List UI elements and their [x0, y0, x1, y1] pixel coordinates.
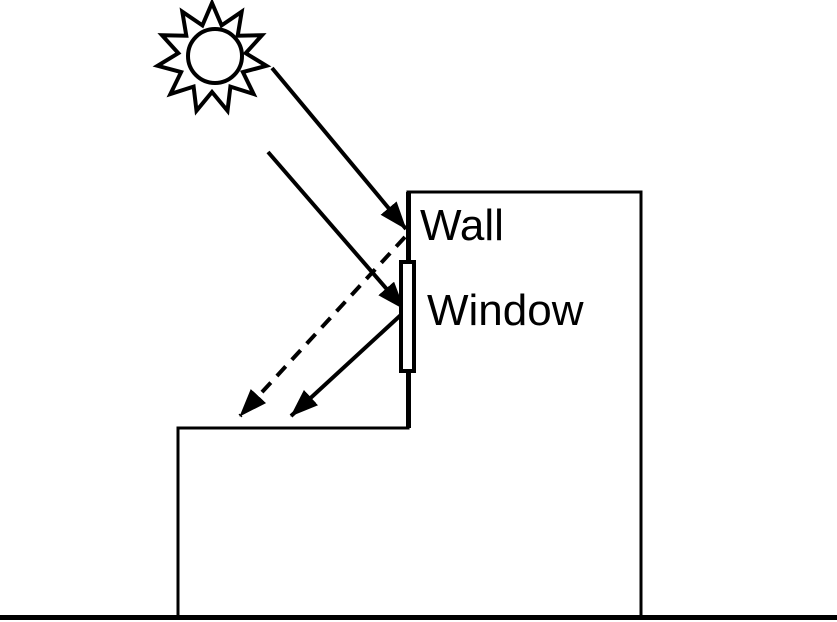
wall-label: Wall [420, 201, 504, 250]
sun-disc [186, 27, 244, 85]
sun-icon [152, 0, 272, 116]
window-rect [399, 260, 416, 373]
window-label: Window [427, 286, 584, 335]
incident-ray-upper [270, 66, 408, 231]
reflected-ray-solid [289, 311, 405, 418]
reflected-ray-dashed [238, 235, 407, 418]
incident-ray-lower [266, 150, 406, 311]
